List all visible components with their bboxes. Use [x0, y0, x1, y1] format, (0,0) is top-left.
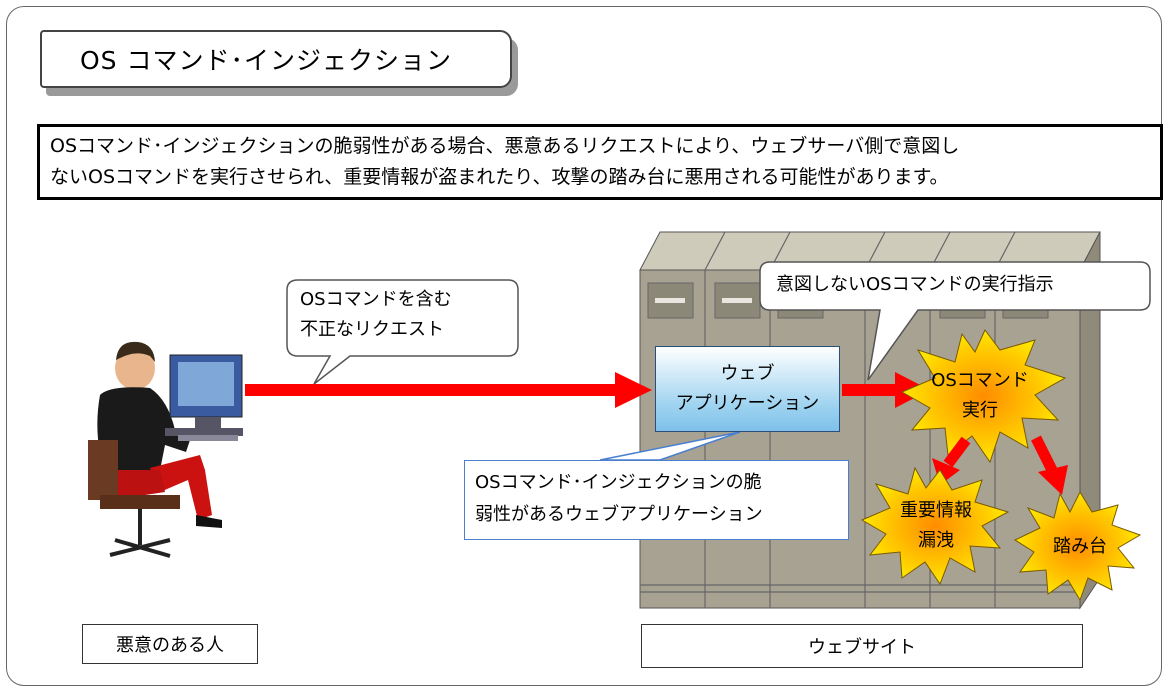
diagram-title: OS コマンド･インジェクション — [40, 30, 512, 88]
diagram-frame — [6, 6, 1162, 686]
request-arrow — [245, 372, 652, 408]
os-exec-burst — [900, 329, 1067, 464]
os-exec-text: OSコマンド 実行 — [931, 370, 1029, 421]
website-label: ウェブサイト — [641, 624, 1083, 668]
web-application-box: ウェブ アプリケーション — [655, 346, 840, 432]
attacker-label: 悪意のある人 — [82, 624, 258, 664]
request-bubble-text: OSコマンドを含む 不正なリクエスト — [300, 289, 452, 340]
instruction-bubble-text: 意図しないOSコマンドの実行指示 — [776, 274, 1054, 295]
leak-burst — [860, 466, 1010, 586]
leak-text: 重要情報 漏洩 — [900, 500, 972, 551]
vulnerable-app-box: OSコマンド･インジェクションの脆 弱性があるウェブアプリケーション — [464, 460, 849, 540]
stepping-arrow — [1031, 435, 1068, 495]
description-box: OSコマンド･インジェクションの脆弱性がある場合、悪意あるリクエストにより、ウェ… — [37, 124, 1163, 200]
stepping-burst — [1013, 490, 1142, 602]
instruction-bubble-shape — [759, 261, 1151, 381]
stepping-stone-text: 踏み台 — [1053, 536, 1107, 557]
attacker-illustration — [74, 340, 252, 580]
request-bubble-shape — [286, 279, 519, 385]
